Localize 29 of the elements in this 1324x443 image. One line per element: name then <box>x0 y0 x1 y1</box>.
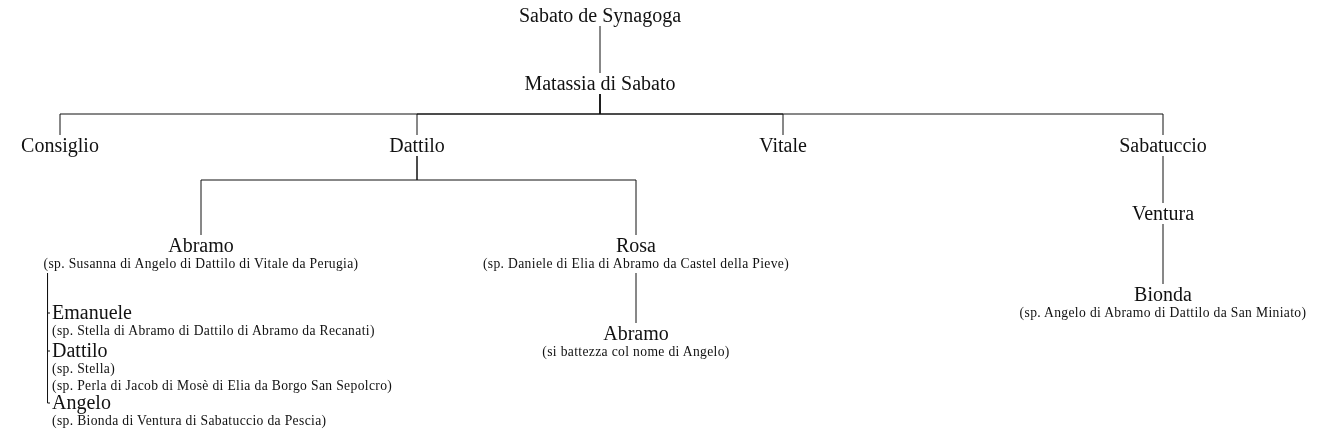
person-name: Sabatuccio <box>1119 136 1207 155</box>
person-name: Rosa <box>615 236 657 255</box>
person-note: (sp. Stella) <box>52 360 117 377</box>
person-note: (sp. Angelo di Abramo di Dattilo da San Miniato) <box>1019 304 1307 321</box>
person-name: Abramo <box>167 236 235 255</box>
person-note: (sp. Bionda di Ventura di Sabatuccio da Pescia) <box>52 413 327 429</box>
tree-line <box>416 155 637 236</box>
person-name: Matassia di Sabato <box>524 74 676 93</box>
tree-line <box>1162 155 1164 204</box>
person-name: Ventura <box>1131 204 1195 223</box>
person-note: (sp. Susanna di Angelo di Dattilo di Vitale da Perugia) <box>43 255 359 272</box>
person-note: (sp. Stella di Abramo di Dattilo di Abramo da Recanati) <box>52 322 375 339</box>
person-note: (si battezza col nome di Angelo) <box>542 343 730 360</box>
person-note: (sp. Daniele di Elia di Abramo da Castel della Pieve) <box>482 255 790 272</box>
tree-line <box>635 272 637 324</box>
person-name: Vitale <box>759 136 807 155</box>
tree-line <box>599 25 601 74</box>
person-name: Abramo <box>602 324 670 343</box>
person-name: Consiglio <box>21 136 99 155</box>
person-name: Dattilo <box>389 136 445 155</box>
person-name: Emanuele <box>52 303 133 322</box>
person-name: Angelo <box>52 393 112 412</box>
person-name: Bionda <box>1133 285 1193 304</box>
tree-line <box>47 272 51 404</box>
person-name: Sabato de Synagoga <box>518 6 682 25</box>
person-name: Dattilo <box>52 341 109 360</box>
person-note: (sp. Perla di Jacob di Mosè di Elia da Borgo San Sepolcro) <box>52 377 393 394</box>
tree-line <box>599 93 1164 136</box>
tree-line <box>1162 223 1164 285</box>
